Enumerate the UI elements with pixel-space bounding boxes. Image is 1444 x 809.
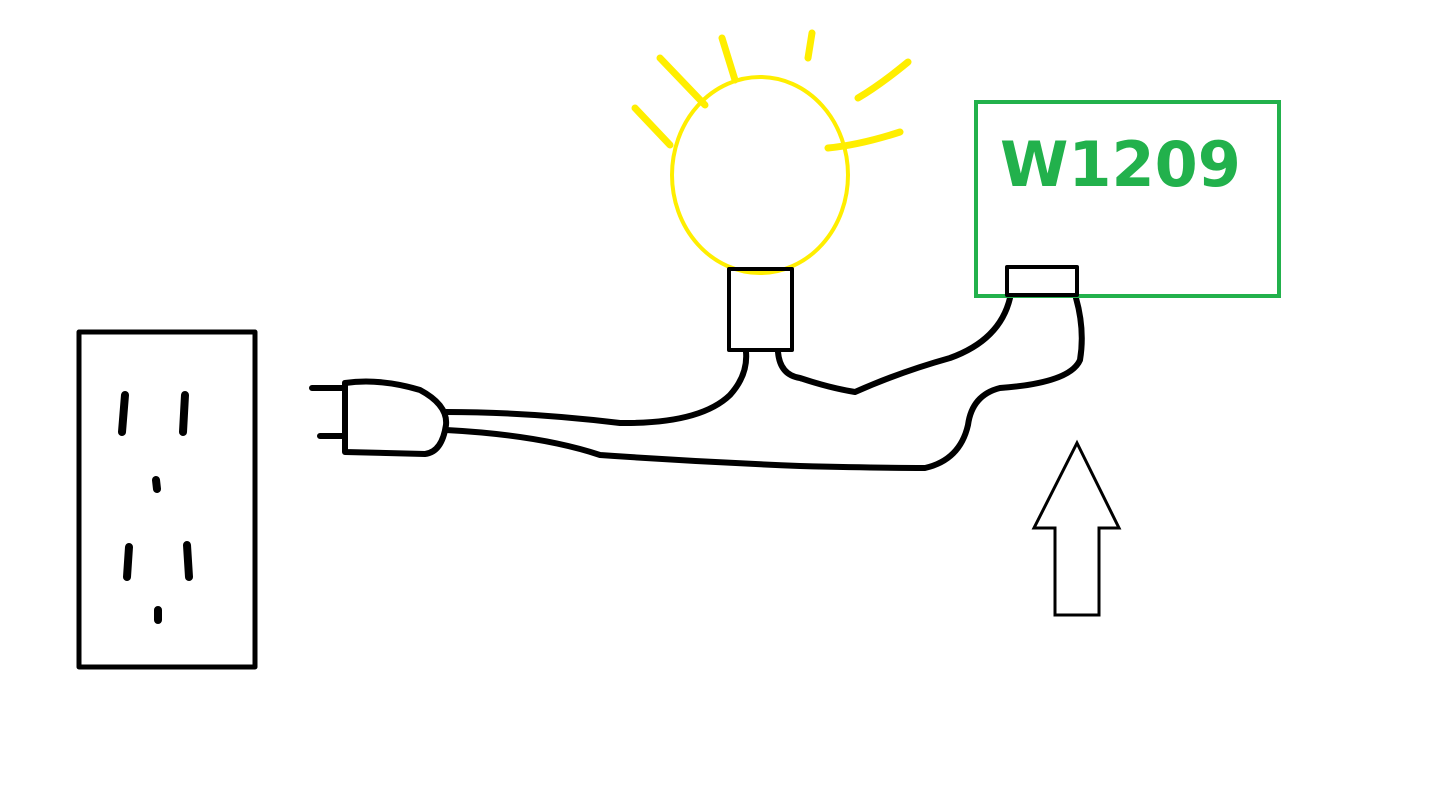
bulb-to-module-wire bbox=[775, 295, 1013, 395]
wires bbox=[443, 295, 1085, 471]
module-label: W1209 bbox=[1000, 128, 1241, 201]
plug-to-module-wire bbox=[443, 295, 1085, 471]
w1209-module: W1209 bbox=[974, 100, 1281, 298]
power-plug bbox=[309, 378, 450, 457]
plug-to-bulb-wire bbox=[443, 349, 750, 427]
up-arrow-icon bbox=[1031, 439, 1122, 617]
wall-outlet bbox=[76, 329, 258, 670]
light-bulb bbox=[631, 29, 912, 352]
